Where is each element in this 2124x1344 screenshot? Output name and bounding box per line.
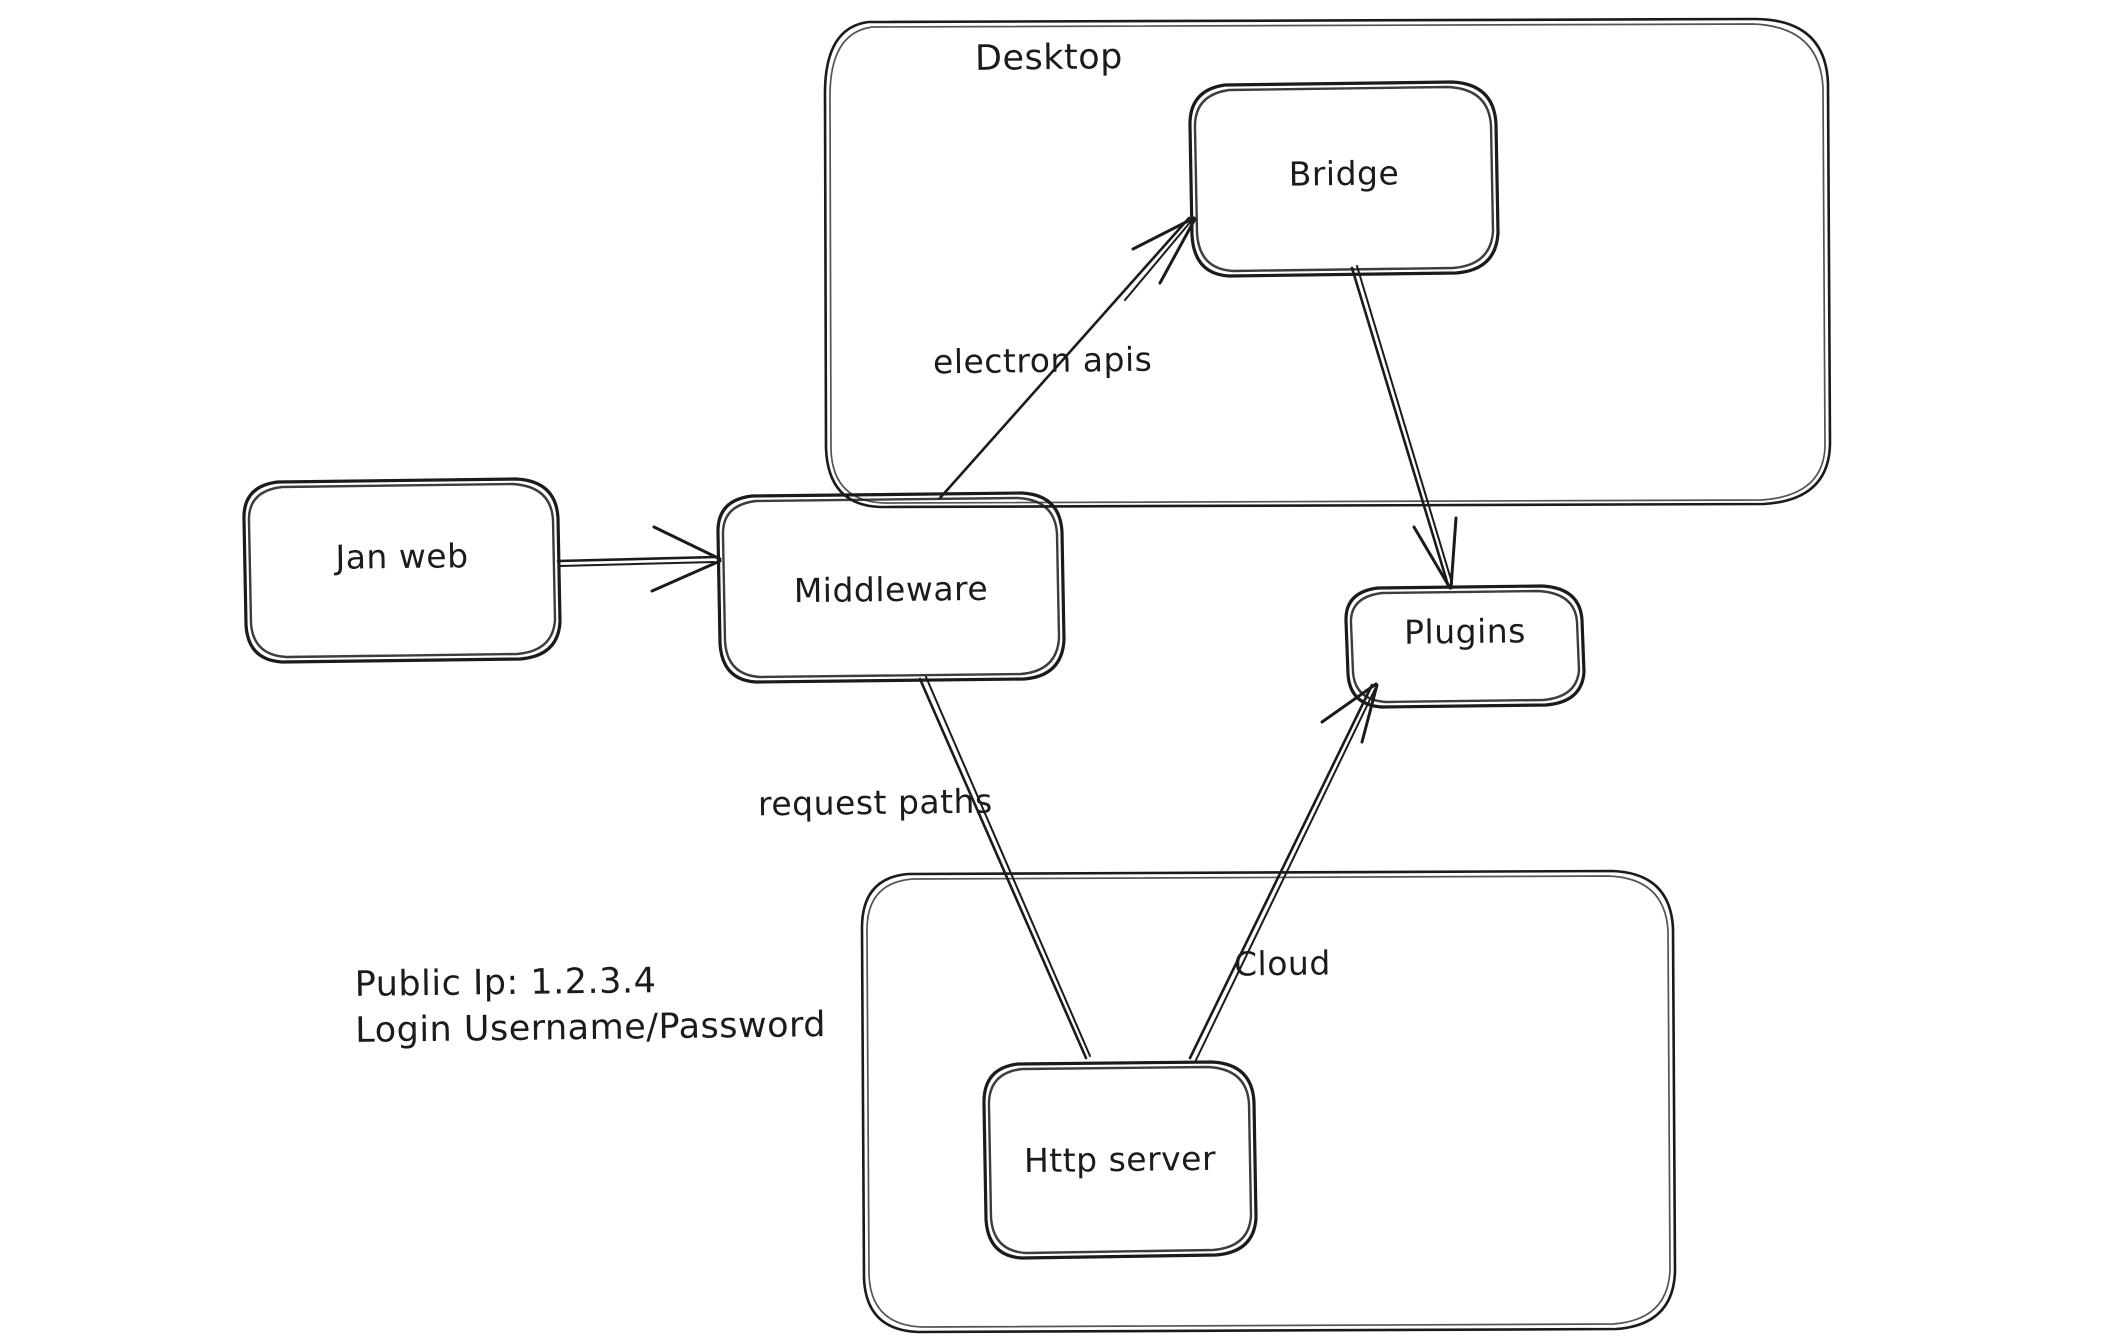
node-label-middleware[interactable]: Middleware: [793, 568, 989, 611]
note-public-ip: Public Ip: 1.2.3.4: [354, 961, 657, 1005]
edge-bridge-to-plugins: [1350, 265, 1458, 590]
edge-http-server-to-plugins: [1188, 682, 1379, 1061]
edge-label-cloud: Cloud: [1233, 943, 1332, 984]
node-label-bridge[interactable]: Bridge: [1288, 153, 1400, 194]
notes-block: Public Ip: 1.2.3.4 Login Username/Passwo…: [354, 956, 826, 1054]
node-bridge-outline: [1188, 80, 1500, 278]
edge-jan-web-to-middleware: [556, 525, 722, 593]
edge-middleware-to-http-server: [918, 676, 1091, 1060]
node-http-server-outline: [982, 1060, 1258, 1260]
node-jan-web-outline: [242, 477, 562, 664]
edge-label-electron-apis: electron apis: [932, 339, 1153, 382]
group-label-desktop: Desktop: [974, 37, 1124, 79]
group-cloud-outline: [860, 869, 1677, 1334]
node-plugins-outline: [1344, 584, 1586, 709]
group-desktop-outline: [823, 17, 1832, 509]
node-label-jan-web[interactable]: Jan web: [335, 536, 469, 577]
node-label-http-server[interactable]: Http server: [1023, 1138, 1217, 1181]
edge-middleware-to-bridge: [938, 216, 1197, 500]
edge-label-request-paths: request paths: [757, 781, 993, 824]
node-middleware-outline: [716, 491, 1066, 684]
node-label-plugins[interactable]: Plugins: [1403, 611, 1527, 652]
note-login: Login Username/Password: [355, 1005, 827, 1052]
